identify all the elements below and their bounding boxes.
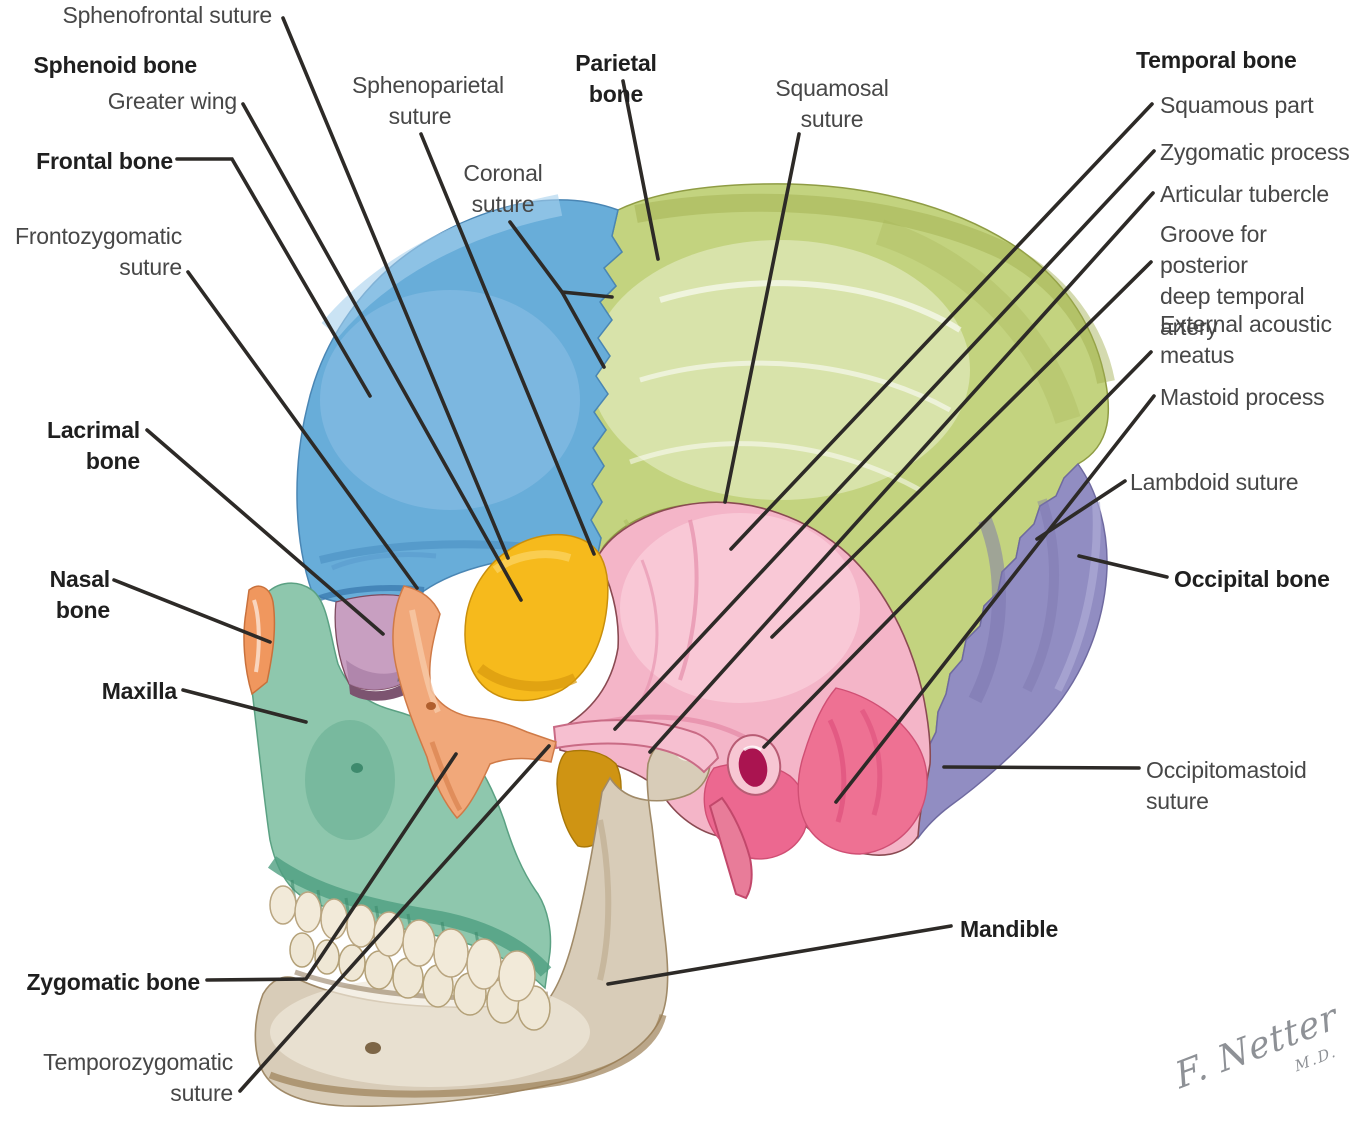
leader-sphenofrontal-suture (281, 16, 510, 560)
label-squamosal-suture: Squamosal suture (775, 75, 889, 132)
parietal-rim-shade (634, 193, 1115, 384)
label-occipitomastoid-suture: Occipitomastoid suture (1146, 757, 1307, 814)
leader-lines (112, 16, 1169, 1093)
leader-lacrimal-bone (145, 428, 385, 636)
leader-mandible (606, 924, 953, 986)
leader-zygomatic-process (613, 149, 1156, 731)
label-squamous-part: Squamous part (1160, 92, 1314, 118)
meatus-highlight (743, 745, 762, 752)
label-maxilla: Maxilla (101, 678, 178, 704)
label-mastoid-process: Mastoid process (1160, 384, 1325, 410)
tooth (498, 950, 536, 1002)
label-articular-tubercle: Articular tubercle (1160, 181, 1329, 207)
label-mandible: Mandible (960, 916, 1059, 942)
frontal-top-highlight (321, 194, 563, 338)
leader-groove-posterior-deep-temporal-artery (770, 260, 1153, 639)
occipital-highlight (1054, 501, 1101, 692)
mental-foramen (365, 1042, 381, 1054)
squamous-fold (678, 519, 699, 681)
tooth (402, 919, 436, 967)
leader-external-acoustic-meatus (762, 350, 1153, 749)
parietal-streak (659, 280, 962, 333)
leader-frontozygomatic-suture (186, 270, 419, 590)
zygomatic-shade (429, 741, 463, 812)
leader-sphenoparietal-suture (419, 132, 596, 556)
occipital-shade (1022, 498, 1059, 693)
parietal-highlight (590, 240, 970, 500)
tooth (294, 891, 322, 933)
label-nasal-bone: Nasal bone (49, 566, 111, 623)
squamous-fold (640, 559, 659, 701)
label-temporal-bone: Temporal bone (1136, 47, 1297, 73)
occipital-bone-shape (915, 462, 1108, 840)
sphenoid-shade (476, 663, 578, 692)
zygomatic-bone-region (392, 585, 557, 820)
mastoid-streak (859, 708, 883, 816)
mastoid-streak (827, 718, 847, 823)
occipital-bone-region (915, 462, 1108, 840)
label-groove-posterior-deep-temporal-artery: Groove for posterior deep temporal arter… (1160, 221, 1305, 340)
leader-squamous-part (729, 102, 1154, 551)
tooth (289, 932, 315, 968)
tooth (466, 938, 502, 990)
label-lacrimal-bone: Lacrimal bone (46, 417, 140, 474)
label-sphenoid-bone: Sphenoid bone (33, 52, 198, 78)
label-parietal-bone: Parietal bone (575, 50, 657, 107)
leader-occipital-bone (1077, 554, 1169, 579)
label-frontal-bone: Frontal bone (36, 148, 173, 174)
parietal-streak (639, 360, 952, 413)
alveolar-ridge-band (267, 856, 552, 977)
leader-zygomatic-bone (205, 752, 458, 982)
ramus-streak (597, 819, 612, 981)
parietal-side-shade (875, 219, 1081, 424)
maxilla-foramen (351, 763, 363, 773)
leader-temporozygomatic-suture (238, 744, 551, 1093)
label-coronal-suture: Coronal suture (463, 160, 543, 217)
label-sphenofrontal-suture: Sphenofrontal suture (62, 2, 272, 28)
leader-nasal-bone (112, 578, 272, 644)
frontal-bone-region (296, 194, 623, 607)
external-acoustic-meatus-region (726, 734, 782, 796)
leader-articular-tubercle (648, 191, 1155, 754)
frontal-wash (320, 290, 580, 510)
frontal-lower-shade (319, 540, 541, 564)
tooth (269, 885, 297, 925)
tooth (433, 928, 469, 978)
leader-maxilla (181, 688, 308, 724)
nasal-highlight (252, 599, 261, 673)
leader-squamosal-suture (723, 132, 801, 504)
zygomatic-arch-shape (552, 719, 720, 774)
leader-occipitomastoid-suture (942, 765, 1141, 770)
orbit-floor-shadow (349, 678, 414, 701)
orbit-inner-shade (346, 660, 411, 690)
tooth (320, 898, 348, 940)
label-zygomatic-process: Zygomatic process (1160, 139, 1350, 165)
label-sphenoparietal-suture: Sphenoparietal suture (352, 72, 504, 129)
leader-frontal-bone (175, 157, 372, 398)
zygomaticofacial-foramen (426, 702, 436, 710)
leader-lambdoid-suture (1035, 479, 1127, 541)
label-zygomatic-bone: Zygomatic bone (26, 969, 200, 995)
meatus-hole (738, 747, 768, 787)
leader-greater-wing (241, 102, 523, 602)
leader-coronal-suture-lower (560, 290, 606, 369)
leader-parietal-bone (621, 79, 660, 261)
maxilla-region (249, 582, 552, 990)
occipital-shade (968, 517, 1006, 704)
mandible-lower-border (268, 1014, 667, 1098)
styloid-process-shape (708, 796, 753, 900)
label-temporozygomatic-suture: Temporozygomatic suture (43, 1049, 233, 1106)
label-lambdoid-suture: Lambdoid suture (1130, 469, 1299, 495)
label-occipital-bone: Occipital bone (1174, 566, 1330, 592)
squamous-highlight (620, 513, 860, 703)
zygomatic-bone-shape (392, 585, 557, 820)
label-greater-wing: Greater wing (107, 88, 237, 114)
superciliary-fold (331, 552, 437, 571)
canine-fossa-shade (305, 720, 395, 840)
label-frontozygomatic-suture: Frontozygomatic suture (14, 223, 182, 280)
label-external-acoustic-meatus: External acoustic meatus (1160, 311, 1332, 368)
parietal-streak (629, 441, 922, 493)
leader-mastoid-process (834, 394, 1156, 804)
